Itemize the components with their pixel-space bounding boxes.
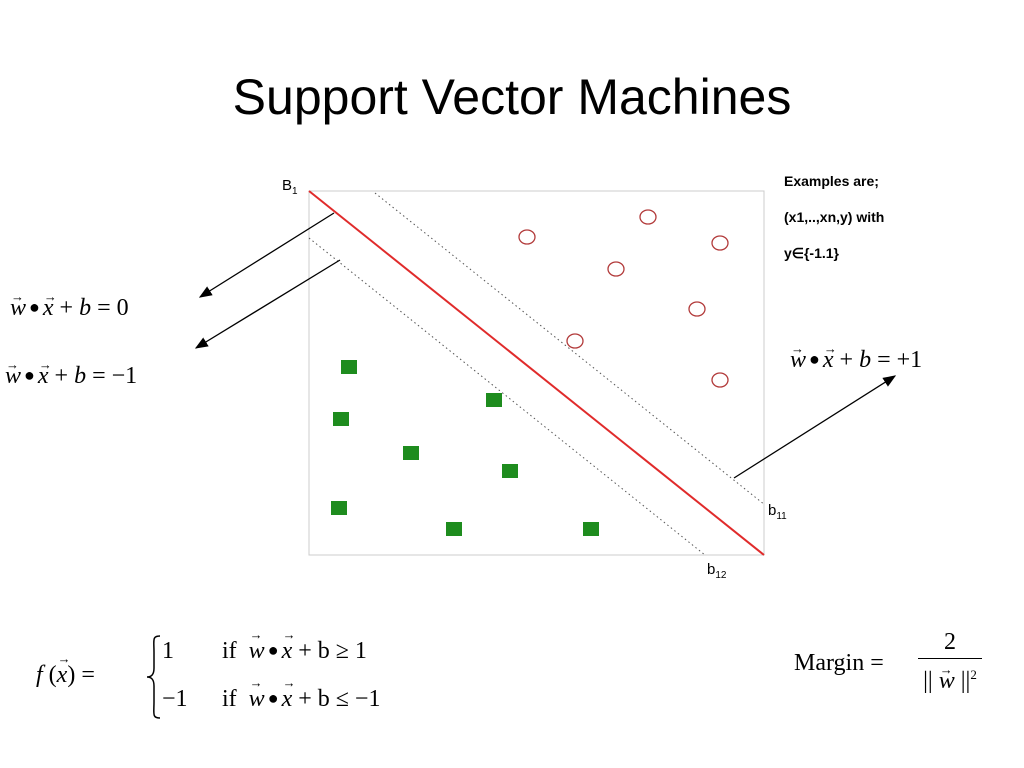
circle-point — [518, 229, 536, 245]
decision-boundary-b1 — [308, 190, 765, 556]
square-point — [446, 522, 462, 536]
circle-point — [639, 209, 657, 225]
margin-denominator: || w ||2 — [918, 654, 982, 697]
square-point — [333, 412, 349, 426]
note-line-3: y∈{-1.1} — [784, 245, 840, 261]
minus-margin-equation: w●x + b = −1 — [5, 350, 137, 391]
square-point — [502, 464, 518, 478]
note-line-2: (x1,..,xn,y) with — [784, 209, 885, 225]
margin-label: Margin = — [794, 650, 884, 676]
square-point — [341, 360, 357, 374]
label-b1: B1 — [282, 177, 298, 197]
slide-title: Support Vector Machines — [232, 69, 792, 125]
class-plus-one-points — [518, 209, 729, 388]
arrow-to-hyperplane-eq — [198, 212, 335, 298]
arrow-to-minus-margin-eq — [194, 259, 341, 349]
plus-margin-equation: w●x + b = +1 — [790, 334, 922, 375]
plot-frame — [308, 190, 765, 556]
decision-function: f (x) = 1if w●x + b ≥ 1 −1if w●x + b ≤ −… — [36, 627, 496, 722]
label-b11: b11 — [768, 502, 787, 522]
circle-point — [688, 301, 706, 317]
decision-row-positive: 1if w●x + b ≥ 1 — [162, 627, 367, 665]
arrow-to-plus-margin-eq — [733, 375, 897, 479]
hyperplane-equation: w●x + b = 0 — [10, 282, 129, 323]
circle-point — [711, 235, 729, 251]
note-line-1: Examples are; — [784, 173, 879, 189]
class-minus-one-points — [331, 360, 599, 536]
margin-fraction: 2 || w ||2 — [918, 626, 982, 697]
label-b12: b12 — [707, 561, 727, 581]
square-point — [331, 501, 347, 515]
circle-point — [607, 261, 625, 277]
margin-numerator: 2 — [944, 629, 956, 655]
square-point — [486, 393, 502, 407]
square-point — [403, 446, 419, 460]
decision-row-negative: −1if w●x + b ≤ −1 — [162, 675, 380, 713]
square-point — [583, 522, 599, 536]
circle-point — [566, 333, 584, 349]
curly-brace — [146, 635, 161, 719]
margin-line-b11 — [374, 192, 766, 506]
margin-line-b12 — [308, 237, 706, 556]
decision-function-lhs: f (x) = — [36, 651, 95, 689]
circle-point — [711, 372, 729, 388]
